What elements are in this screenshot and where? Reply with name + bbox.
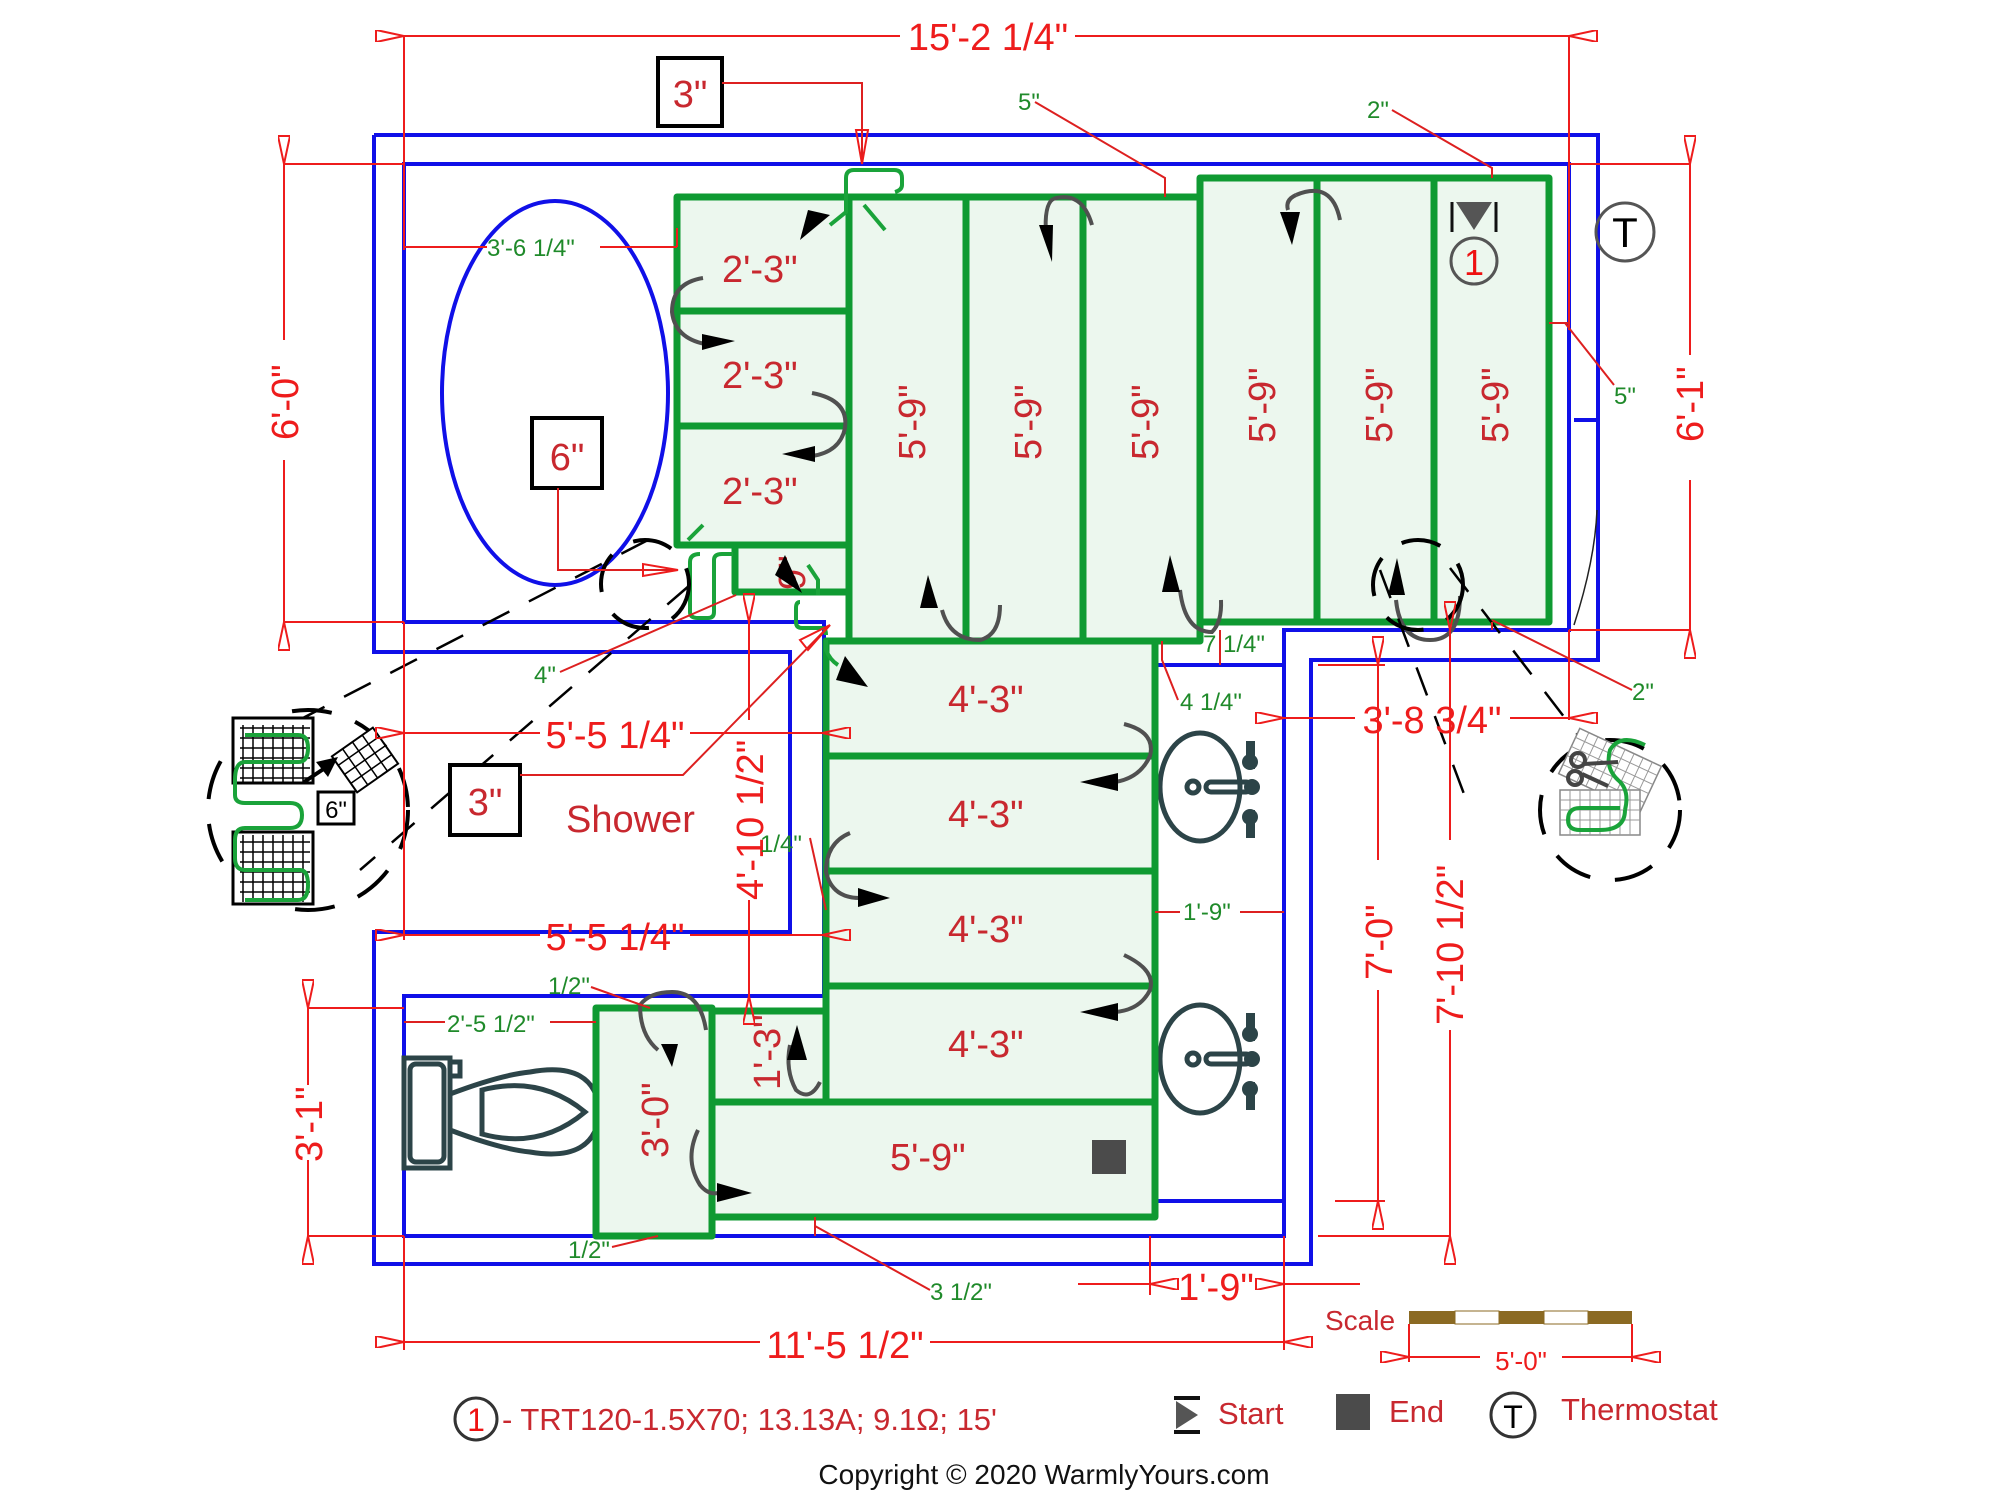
scissors-icon [1566,751,1619,788]
clearance-bottom-3-1-2: 3 1/2" [930,1279,992,1306]
toilet [401,1055,603,1171]
dim-top-width: 15'-2 1/4" [908,17,1068,59]
clearance-toilet: 2'-5 1/2" [447,1011,535,1038]
legend-thermostat: T Thermostat [1489,1391,1718,1439]
mat-vertical-2 [962,193,1087,645]
copyright: Copyright © 2020 WarmlyYours.com [818,1459,1269,1490]
circuit-badge: 1 [1449,236,1499,286]
legend-end: End [1336,1394,1444,1430]
mat-label: 4'-3" [948,1024,1024,1066]
legend-thermostat-symbol: T [1503,1399,1523,1435]
clearance-shower-4: 4" [534,662,556,689]
dim-right-lower-a: 7'-0" [1359,904,1401,980]
dim-bottom-width: 11'-5 1/2" [766,1325,923,1367]
legend-start: Start [1174,1396,1284,1434]
cut-callout: 6" [325,797,347,824]
mat-vertical-5 [1313,174,1438,626]
scale-label: Scale [1325,1305,1395,1336]
start-marker [1450,202,1498,232]
clearance-top-2: 2" [1367,97,1389,124]
thermostat-marker: T [1594,201,1656,263]
cut-callout: 3" [468,782,503,824]
mat-label: 4'-3" [948,794,1024,836]
clearance-vanity-1-9: 1'-9" [1183,899,1231,926]
legend-circuit: 1 - TRT120-1.5X70; 13.13A; 9.1Ω; 15' [453,1396,997,1442]
mat-label: 3'-0" [635,1082,677,1158]
mat-label: 5'-9" [1475,367,1517,443]
dim-shower-height: 4'-10 1/2" [730,740,772,900]
legend: 1 - TRT120-1.5X70; 13.13A; 9.1Ω; 15' Sta… [453,1391,1718,1442]
callout-6in: 6" [530,416,679,578]
clearance-top-5: 5" [1018,89,1040,116]
mat-label: 5'-9" [1125,384,1167,460]
cut-callout: 6" [550,437,585,479]
clearance-vanity-7-1-4: 7 1/4" [1203,631,1265,658]
mat-labels: 2'-3" 2'-3" 2'-3" 9" 5'-9" 5'-9" 5'-9" 5… [635,249,1517,1179]
legend-circuit-spec: - TRT120-1.5X70; 13.13A; 9.1Ω; 15' [502,1402,997,1437]
mat-vertical-4 [1196,174,1321,626]
dim-right-lower-b: 7'-10 1/2" [1430,865,1472,1025]
room-label-shower: Shower [566,799,695,841]
legend-circuit-number: 1 [467,1402,485,1438]
cut-detail-right [1538,727,1682,882]
callout-3in-top: 3" [656,56,870,165]
thermostat-symbol: T [1612,209,1638,256]
scale-length: 5'-0" [1495,1346,1547,1376]
circuit-number: 1 [1464,242,1484,283]
sink-top [1157,730,1260,844]
bathtub-outline [440,199,670,587]
sink-bottom [1157,1002,1260,1116]
mat-label: 2'-3" [722,249,798,291]
mat-label: 1'-3" [747,1014,789,1090]
heating-mats [592,168,1553,1240]
mat-label: 5'-9" [1359,367,1401,443]
clearance-toilet-bottom: 1/2" [568,1237,610,1264]
dim-left-height: 6'-0" [265,364,307,440]
mat-label: 5'-9" [892,384,934,460]
mat-bottom-long [708,1098,1159,1221]
mat-label: 5'-9" [1242,367,1284,443]
clearance-bottom-right-2: 2" [1632,679,1654,706]
legend-end-label: End [1389,1394,1444,1429]
dim-shower-width-bottom: 5'-5 1/4" [545,917,684,959]
mat-label: 5'-9" [890,1137,966,1179]
cut-detail-left: 6" [206,708,410,912]
dim-vanity-notch: 3'-8 3/4" [1362,700,1501,742]
dim-right-height: 6'-1" [1670,366,1712,442]
dim-shower-width-top: 5'-5 1/4" [545,715,684,757]
clearance-shower-1-4: 1/4" [760,831,802,858]
clearance-tub: 3'-6 1/4" [487,235,575,262]
clearance-toilet-top: 1/2" [548,973,590,1000]
legend-thermostat-label: Thermostat [1561,1392,1718,1427]
mat-label: 2'-3" [722,355,798,397]
clearance-vanity-4-1-4: 4 1/4" [1180,689,1242,716]
mat-label: 5'-9" [1008,384,1050,460]
clearance-right-5: 5" [1614,383,1636,410]
legend-start-label: Start [1218,1396,1284,1431]
turn-arrows [637,189,1462,1202]
callout-3in-shower: 3" [448,624,831,837]
door-jamb [1574,418,1600,630]
scale-bar: Scale 5'-0" [1325,1305,1632,1376]
dim-bottom-vanity: 1'-9" [1178,1267,1254,1309]
mat-left-3 [673,422,853,549]
dim-toilet-height: 3'-1" [289,1086,331,1162]
cut-callout: 3" [673,74,708,116]
end-marker [1092,1140,1126,1174]
mat-label: 4'-3" [948,679,1024,721]
mat-label: 2'-3" [722,471,798,513]
mat-label: 4'-3" [948,909,1024,951]
dimension-lines: 15'-2 1/4" 6'-0" 6'-1" 3'-6 1/4" 5'-5 1/… [265,17,1712,1367]
